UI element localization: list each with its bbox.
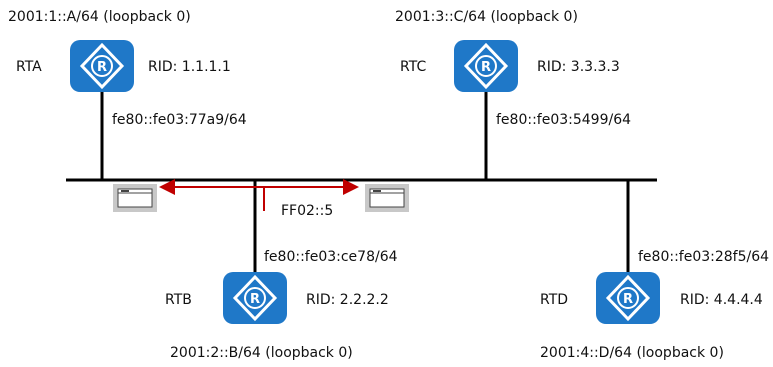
packet-icon: [113, 184, 157, 212]
router-icon: R: [596, 272, 660, 324]
rtd-link-local-label: fe80::fe03:28f5/64: [638, 249, 770, 265]
rtc-rid-label: RID: 3.3.3.3: [537, 59, 620, 75]
rtb-name-label: RTB: [165, 292, 192, 308]
rtd-loopback-label: 2001:4::D/64 (loopback 0): [540, 345, 724, 361]
multicast-address-label: FF02::5: [281, 203, 334, 219]
rta-loopback-label: 2001:1::A/64 (loopback 0): [8, 9, 191, 25]
router-icon: R: [223, 272, 287, 324]
rtb-link-local-label: fe80::fe03:ce78/64: [264, 249, 398, 265]
rtb-rid-label: RID: 2.2.2.2: [306, 292, 389, 308]
svg-text:R: R: [623, 292, 633, 307]
rta-link-local-label: fe80::fe03:77a9/64: [112, 112, 247, 128]
rtb-loopback-label: 2001:2::B/64 (loopback 0): [170, 345, 353, 361]
rta-name-label: RTA: [16, 59, 42, 75]
svg-text:R: R: [97, 60, 107, 75]
router-icon: R: [454, 40, 518, 92]
svg-text:R: R: [481, 60, 491, 75]
rtc-link-local-label: fe80::fe03:5499/64: [496, 112, 632, 128]
rtd-name-label: RTD: [540, 292, 569, 308]
rta-rid-label: RID: 1.1.1.1: [148, 59, 231, 75]
svg-text:R: R: [250, 292, 260, 307]
rtd-rid-label: RID: 4.4.4.4: [680, 292, 763, 308]
router-icon: R: [70, 40, 134, 92]
packet-icon: [365, 184, 409, 212]
rtc-name-label: RTC: [400, 59, 427, 75]
rtc-loopback-label: 2001:3::C/64 (loopback 0): [395, 9, 578, 25]
